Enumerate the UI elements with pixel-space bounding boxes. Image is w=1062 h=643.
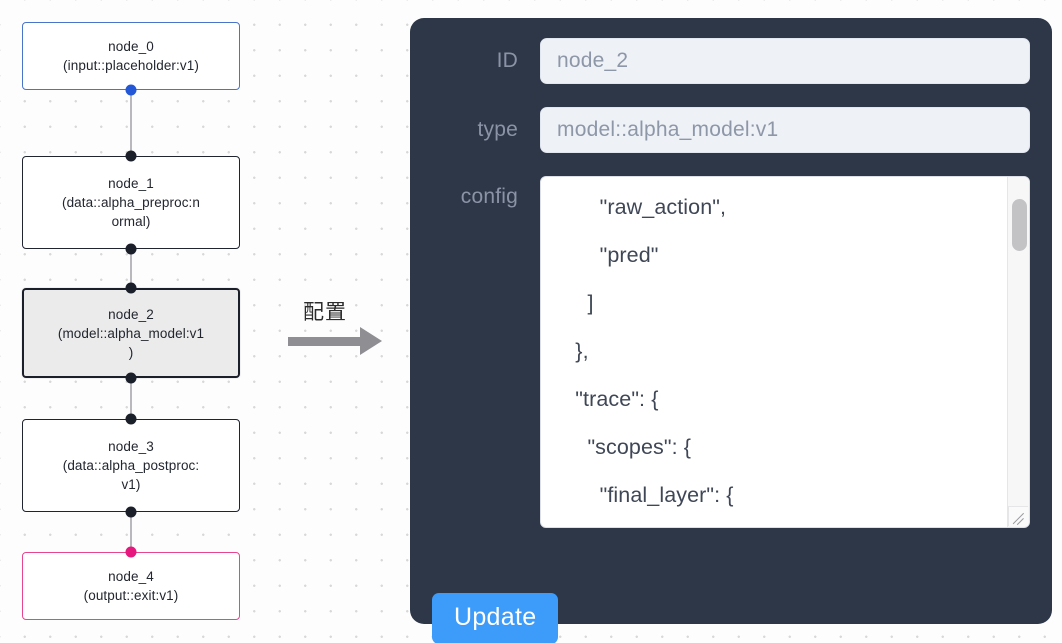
resize-handle-icon[interactable] — [1008, 506, 1028, 526]
graph-node-node_1[interactable]: node_1 (data::alpha_preproc:n ormal) — [22, 156, 240, 249]
field-row-config: config "raw_action", "pred" ] }, "trace"… — [432, 176, 1030, 528]
node-handle-source-node_0[interactable] — [125, 84, 137, 96]
node-handle-source-node_3[interactable] — [125, 506, 137, 518]
arrow-head-icon — [360, 327, 382, 355]
node-label: node_4 (output::exit:v1) — [83, 569, 179, 603]
node-handle-source-node_1[interactable] — [125, 243, 137, 255]
graph-node-node_0[interactable]: node_0 (input::placeholder:v1) — [22, 22, 240, 90]
node-handle-target-node_3[interactable] — [125, 413, 137, 425]
id-input[interactable]: node_2 — [540, 38, 1030, 84]
field-row-type: type model::alpha_model:v1 — [432, 107, 1030, 153]
edge-node0-node1[interactable] — [130, 90, 132, 156]
graph-node-node_4[interactable]: node_4 (output::exit:v1) — [22, 552, 240, 620]
config-field-label: config — [460, 185, 518, 208]
node-inspector-panel: ID node_2 type model::alpha_model:v1 con… — [410, 18, 1052, 643]
graph-canvas[interactable]: node_0 (input::placeholder:v1) node_1 (d… — [0, 0, 400, 643]
node-handle-source-node_2[interactable] — [125, 372, 137, 384]
node-label: node_0 (input::placeholder:v1) — [63, 39, 199, 73]
node-label: node_1 (data::alpha_preproc:n ormal) — [61, 176, 201, 229]
edge-node1-node2[interactable] — [130, 249, 132, 288]
config-scrollbar[interactable] — [1007, 177, 1029, 527]
graph-node-node_2[interactable]: node_2 (model::alpha_model:v1 ) — [22, 288, 240, 378]
node-label: node_3 (data::alpha_postproc: v1) — [62, 439, 200, 492]
node-label: node_2 (model::alpha_model:v1 ) — [57, 306, 205, 360]
node-handle-target-node_2[interactable] — [125, 282, 137, 294]
arrow-caption: 配置 — [303, 300, 347, 324]
graph-node-node_3[interactable]: node_3 (data::alpha_postproc: v1) — [22, 419, 240, 512]
edge-node2-node3[interactable] — [130, 378, 132, 419]
config-scrollbar-thumb[interactable] — [1012, 199, 1027, 251]
type-field-label: type — [477, 118, 518, 141]
transition-arrow-group: 配置 — [288, 296, 398, 366]
id-field-label: ID — [496, 49, 518, 72]
field-row-id: ID node_2 — [432, 38, 1030, 84]
type-input[interactable]: model::alpha_model:v1 — [540, 107, 1030, 153]
config-textarea[interactable]: "raw_action", "pred" ] }, "trace": { "sc… — [540, 176, 1030, 528]
node-handle-target-node_1[interactable] — [125, 150, 137, 162]
edge-node3-node4[interactable] — [130, 512, 132, 552]
arrow-shaft-icon — [288, 337, 362, 346]
node-handle-target-node_4[interactable] — [125, 546, 137, 558]
config-textarea-content[interactable]: "raw_action", "pred" ] }, "trace": { "sc… — [575, 195, 734, 507]
update-button[interactable]: Update — [432, 593, 559, 643]
